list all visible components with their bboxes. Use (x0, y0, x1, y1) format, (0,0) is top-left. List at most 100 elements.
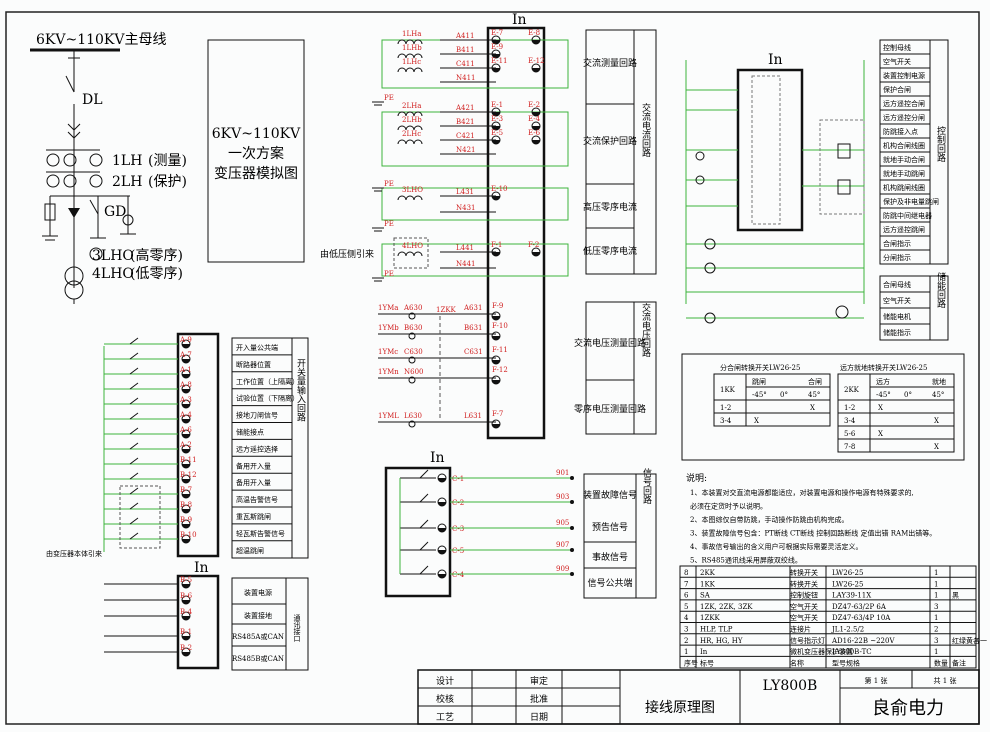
charge-label: 空气开关 (883, 296, 911, 305)
label-4lho-note: (低零序) (130, 266, 183, 282)
in-label-top: In (512, 12, 527, 28)
power-terminal-label: B-4 (180, 608, 193, 616)
bom-cell: 8 (684, 569, 688, 577)
trip-coil-icon (837, 179, 851, 195)
bom-cell: HR, HG, HY (700, 637, 743, 645)
vt-wire-label: B631 (464, 324, 483, 332)
ct-coil-icon (413, 251, 423, 257)
close-coil-icon (837, 143, 851, 159)
ct-label: 2LHb (402, 116, 422, 124)
switch-header: 就地 (932, 377, 946, 386)
tb-model: LY800B (763, 678, 818, 694)
bom-cell: SA (700, 592, 711, 600)
terminal-label: E-1 (491, 101, 503, 109)
switch-terminal-label: B-7 (180, 486, 192, 494)
ct-coil-icon (397, 195, 407, 201)
bom-cell: 黑 (952, 592, 959, 600)
switch-angle: 45° (808, 391, 820, 399)
in-label-power: In (194, 560, 209, 576)
power-terminal-label: B-5 (180, 576, 192, 584)
signal-terminal-label: C-2 (452, 499, 464, 507)
open-lamp-icon (704, 262, 716, 274)
power-terminal-label: B-1 (180, 628, 192, 636)
in-label-signal: In (430, 450, 445, 466)
label-device-fault: 装置故障信号 (583, 489, 637, 501)
switch-tables: 分合闸转换开关LW26-25 远方就地转换开关LW26-25 1KK跳闸合闸-4… (681, 353, 965, 461)
label-comm-interface: 通讯接口 (293, 613, 301, 642)
terminal-label: E-7 (491, 29, 503, 37)
terminal-label: E-6 (528, 129, 541, 137)
switch-terminal-label: B-12 (180, 471, 197, 479)
tb-sheet-total: 共 1 张 (934, 676, 957, 685)
bom-header: 序号 (684, 658, 698, 667)
ac-wire-label: N411 (456, 74, 476, 82)
switch-terminal-label: B-9 (180, 516, 192, 524)
label-1lh: 1LH (112, 153, 142, 169)
bom-cell: 转换开关 (790, 579, 818, 588)
switch-contact: 1-2 (844, 404, 855, 412)
power-comm-circuit: In B-5B-6B-4B-1B-2 装置电源 装置接地 RS485A或CAN … (104, 560, 309, 671)
switch-terminal-label: A-9 (179, 336, 192, 344)
switch-input-label: 轻瓦斯告警信号 (236, 529, 285, 538)
fuse-icon (408, 312, 416, 320)
terminal-label: F-11 (492, 346, 508, 354)
control-label: 机构跳闸线圈 (883, 183, 925, 192)
bom-cell: 6 (684, 592, 689, 600)
charge-lamp-icon (704, 312, 716, 324)
label-1zkk: 1ZKK (436, 306, 457, 314)
control-label: 合闸指示 (883, 239, 911, 248)
label-dl: DL (82, 92, 103, 108)
scheme-line-3: 变压器模拟图 (214, 166, 298, 182)
control-label: 远方遥控分闸 (883, 113, 925, 122)
switch-terminal-label: A-2 (179, 441, 192, 449)
fuse-icon (408, 376, 416, 384)
table2-title: 远方就地转换开关LW26-25 (840, 363, 927, 372)
ct-coil-icon (413, 139, 423, 145)
bom-header: 数量 (934, 658, 948, 667)
terminal-label: F-9 (492, 302, 503, 310)
terminal-label: E-9 (491, 43, 503, 51)
ct-icon (89, 174, 103, 188)
label-2lh: 2LH (112, 174, 142, 190)
control-label: 机构合闸线圈 (883, 141, 925, 150)
close-lamp-icon (704, 238, 716, 250)
ac-wire-label: L441 (456, 244, 474, 252)
switch-contact: 3-4 (844, 417, 856, 425)
control-label: 分闸指示 (883, 253, 911, 262)
tb-drawing-name: 接线原理图 (645, 699, 715, 716)
tb-company: 良俞电力 (872, 698, 944, 719)
label-ac-protect: 交流保护回路 (583, 135, 637, 147)
label-charge-loop: 储能回路 (935, 271, 946, 309)
pe-label: PE (384, 270, 394, 278)
vt-source-label: 1YMn (378, 368, 399, 376)
switch-input-label: 备用开入量 (236, 478, 271, 487)
bom-header: 名称 (790, 658, 804, 667)
label-rs485b: RS485B或CAN (232, 654, 284, 663)
signal-number: 909 (556, 565, 569, 573)
label-ac-voltage-measure: 交流电压测量回路 (574, 337, 646, 349)
note-item: 3、装置故障信号包含：PT断线 CT断线 控制回路断线 定值出错 RAM出错等。 (690, 529, 936, 538)
bus-title: 6KV~110KV主母线 (36, 32, 167, 48)
switch-contact: 3-4 (720, 417, 732, 425)
note-item: 1、本装置对交直流电源都能适应，对装置电源和操作电源有特殊要求的, (690, 488, 914, 497)
bom-cell: 信号指示灯 (790, 636, 825, 645)
ac-wire-label: L431 (456, 188, 474, 196)
control-label: 装置控制电源 (883, 71, 925, 80)
table1-title: 分合闸转换开关LW26-25 (720, 363, 800, 372)
bom-cell: 1 (684, 648, 688, 656)
switch-name: 1KK (720, 386, 736, 394)
switch-input-circuit: A-9A-7A-1A-8A-3A-4A-6A-2B-11B-12B-7B-8B-… (46, 332, 309, 559)
note-item: 4、事故信号输出的含义用户可根据实际需要灵活定义。 (690, 542, 862, 551)
control-label: 就地手动跳闸 (883, 169, 925, 178)
bom-cell: LAY39-11X (832, 592, 871, 600)
signal-number: 901 (556, 469, 569, 477)
bom-header: 型号规格 (832, 658, 860, 667)
title-block: 设计 校核 工艺 审定 批准 日期 接线原理图 LY800B 第 1 张 共 1… (417, 669, 980, 725)
switch-terminal-label: A-4 (179, 411, 192, 419)
breaker-dl (65, 75, 75, 93)
signal-number: 907 (556, 541, 569, 549)
switch-input-label: 储能接点 (236, 428, 264, 437)
terminal-label: E-11 (491, 57, 508, 65)
switch-angle: 0° (904, 391, 912, 399)
